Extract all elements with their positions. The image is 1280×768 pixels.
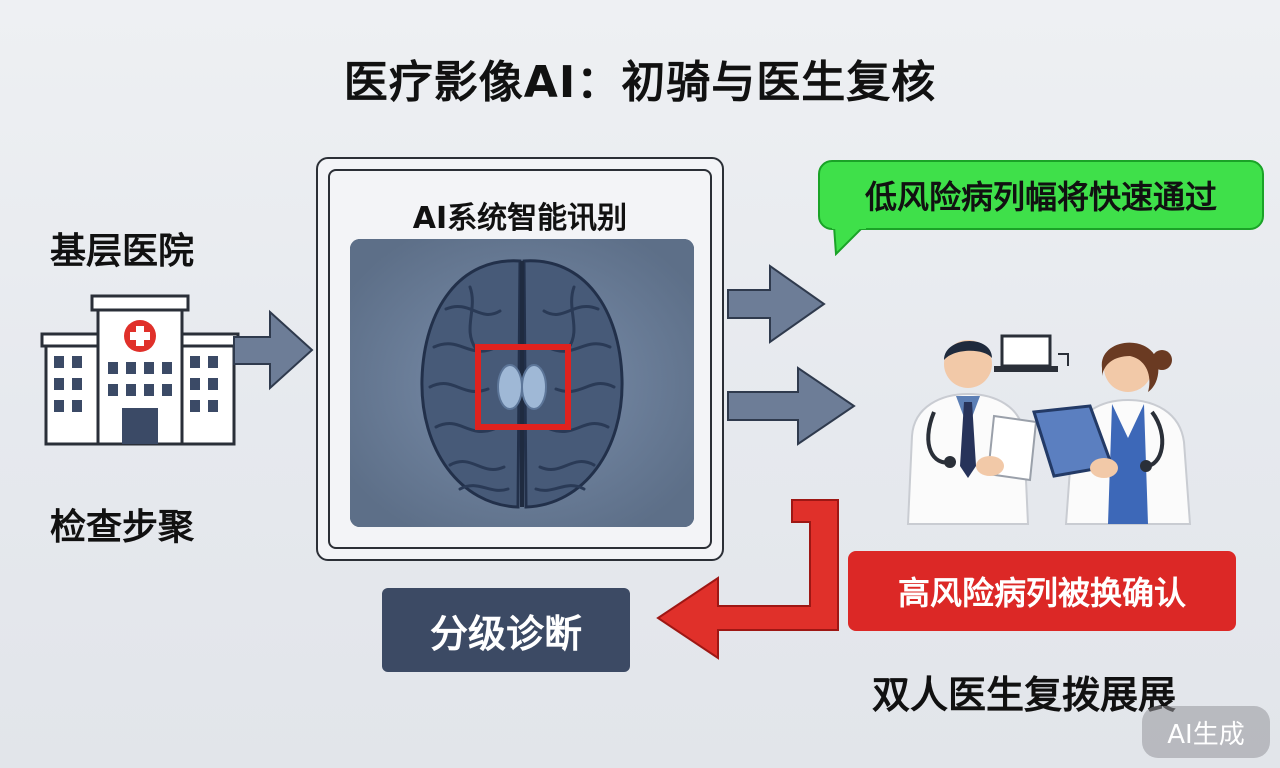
double-review-label: 双人医生复拨展展 bbox=[872, 673, 1177, 717]
brain-scan-icon bbox=[350, 239, 694, 527]
hospital-icon bbox=[40, 290, 240, 450]
diagram-title: 医疗影像AI：初骑与医生复核 bbox=[343, 57, 937, 108]
hospital-label: 基层医院 bbox=[50, 231, 195, 272]
low-risk-bubble: 低风险病列幅将快速通过 bbox=[818, 160, 1264, 230]
brain-scan-panel bbox=[350, 239, 694, 527]
detection-box bbox=[475, 344, 571, 430]
doctors-icon bbox=[890, 316, 1210, 526]
grading-box: 分级诊断 bbox=[382, 588, 630, 672]
bubble-tail bbox=[832, 226, 866, 256]
ai-generated-watermark: AI生成 bbox=[1142, 706, 1270, 758]
high-risk-box: 高风险病列被换确认 bbox=[848, 551, 1236, 631]
ai-system-label: AI系统智能讯别 bbox=[412, 201, 628, 236]
ai-system-frame: AI系统智能讯别 bbox=[316, 157, 724, 561]
exam-steps-label: 检查步聚 bbox=[50, 507, 195, 548]
arrow-to-ai bbox=[233, 309, 314, 391]
arrow-ai-lower bbox=[727, 366, 856, 446]
arrow-ai-upper bbox=[727, 264, 826, 344]
